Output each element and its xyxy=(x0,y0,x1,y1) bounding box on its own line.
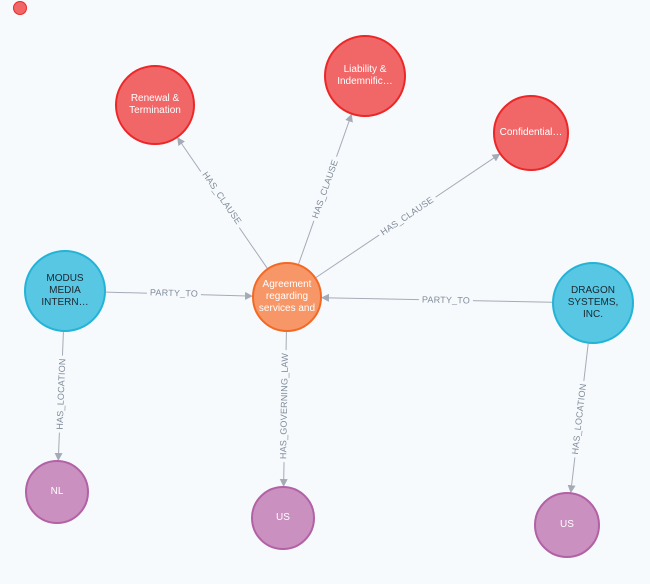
node-label: MODUS MEDIA INTERN… xyxy=(41,273,89,308)
node-label: US xyxy=(276,512,290,523)
edge-label-has-governing-law[interactable]: HAS_GOVERNING_LAW xyxy=(278,349,290,463)
node-clause-liability-indemnification[interactable]: Liability & Indemnific… xyxy=(324,35,406,117)
node-clause-confidentiality[interactable]: Confidential… xyxy=(493,95,569,171)
node-governing-law-us[interactable]: US xyxy=(251,486,315,550)
node-label: Liability & Indemnific… xyxy=(337,64,393,87)
node-party-dragon-systems[interactable]: DRAGON SYSTEMS, INC. xyxy=(552,262,634,344)
edge-label-party-to-dragon[interactable]: PARTY_TO xyxy=(418,294,474,306)
node-label: Confidential… xyxy=(499,127,563,138)
node-agreement[interactable]: Agreement regarding services and xyxy=(252,262,322,332)
node-label: Agreement regarding services and xyxy=(258,279,316,314)
node-location-us[interactable]: US xyxy=(534,492,600,558)
node-label: DRAGON SYSTEMS, INC. xyxy=(567,285,619,320)
node-label: US xyxy=(560,519,574,530)
node-party-modus-media[interactable]: MODUS MEDIA INTERN… xyxy=(24,250,106,332)
legend-node-chip xyxy=(13,1,27,15)
node-label: Renewal & Termination xyxy=(129,93,181,116)
node-label: NL xyxy=(50,486,64,497)
node-clause-renewal-termination[interactable]: Renewal & Termination xyxy=(115,65,195,145)
edge-label-party-to-modus[interactable]: PARTY_TO xyxy=(146,287,202,299)
node-location-nl[interactable]: NL xyxy=(25,460,89,524)
